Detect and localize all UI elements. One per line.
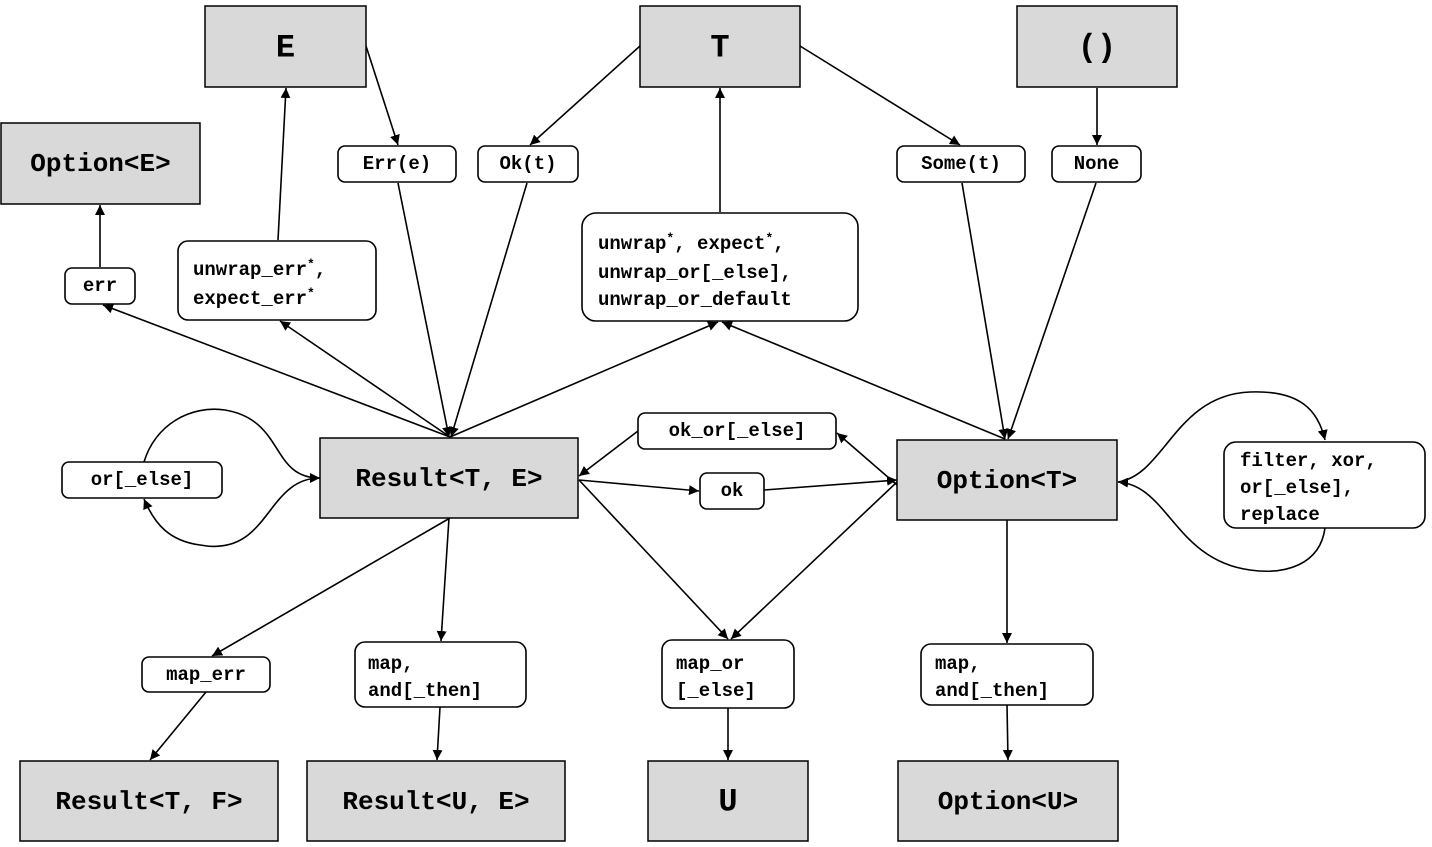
svg-text:None: None	[1074, 153, 1120, 175]
svg-text:Ok(t): Ok(t)	[499, 153, 556, 175]
edges	[95, 45, 1328, 761]
method-node-unwrap: unwrap*, expect*, unwrap_or[_else], unwr…	[581, 212, 859, 322]
edge-map-result-to-result-ue	[432, 706, 443, 761]
edge-none-to-option	[1006, 182, 1097, 440]
edge-t-to-some-t	[799, 45, 961, 146]
method-node-map-or: map_or [_else]	[661, 639, 795, 709]
map-option-line-1: map,	[935, 653, 981, 675]
type-node-result-ue: Result<U, E>	[306, 760, 566, 842]
svg-text:Option<E>: Option<E>	[30, 149, 170, 179]
edge-filter-loop-to-option	[1117, 477, 1326, 572]
filter-line-1: filter, xor,	[1240, 450, 1377, 472]
edge-option-to-map-or	[730, 481, 898, 640]
method-node-ok: ok	[699, 472, 765, 510]
map-or-line-2: [_else]	[676, 680, 756, 702]
svg-text:ok_or[_else]: ok_or[_else]	[669, 420, 806, 442]
method-node-some-t: Some(t)	[896, 145, 1026, 183]
edge-err-e-to-result	[397, 182, 452, 438]
filter-line-3: replace	[1240, 504, 1320, 526]
method-node-filter: filter, xor, or[_else], replace	[1223, 441, 1426, 529]
map-or-line-1: map_or	[676, 653, 744, 675]
type-node-option-u: Option<U>	[897, 760, 1119, 842]
svg-text:E: E	[276, 30, 295, 67]
svg-text:Option<T>: Option<T>	[937, 466, 1077, 496]
svg-text:(): ()	[1078, 30, 1116, 67]
method-node-ok-or-else: ok_or[_else]	[637, 412, 837, 450]
svg-text:Result<T, F>: Result<T, F>	[55, 787, 242, 817]
edge-some-t-to-option	[961, 182, 1009, 440]
svg-text:ok: ok	[721, 480, 744, 502]
edge-result-to-map-err	[211, 517, 451, 657]
unwrap-line-3: unwrap_or_default	[598, 289, 792, 311]
unwrap-err-line-1: unwrap_err*,	[193, 257, 326, 281]
map-option-line-2: and[_then]	[935, 680, 1049, 702]
type-node-result-tf: Result<T, F>	[19, 760, 279, 842]
edge-result-to-map-result	[436, 517, 450, 642]
type-node-unit: ()	[1016, 5, 1178, 88]
map-result-line-1: map,	[368, 653, 414, 675]
svg-text:or[_else]: or[_else]	[91, 469, 194, 491]
edge-option-to-unwrap	[721, 321, 1006, 440]
method-node-map-option: map, and[_then]	[920, 643, 1094, 706]
edge-e-to-err-e	[365, 45, 400, 146]
edge-or-else-loop-to-result	[143, 408, 321, 483]
svg-text:Result<T, E>: Result<T, E>	[355, 464, 542, 494]
edge-option-to-ok-or-else	[836, 432, 898, 486]
unwrap-err-line-2: expect_err*	[193, 286, 315, 310]
edge-result-to-map-or	[578, 479, 729, 640]
svg-text:Some(t): Some(t)	[921, 153, 1001, 175]
map-result-line-2: and[_then]	[368, 680, 482, 702]
edge-result-loop-to-or-else	[143, 477, 321, 548]
type-node-result-te: Result<T, E>	[319, 437, 579, 519]
unwrap-line-2: unwrap_or[_else],	[598, 262, 792, 284]
edge-map-option-to-option-u	[1002, 704, 1013, 761]
edge-result-to-ok	[578, 479, 700, 496]
type-node-u: U	[647, 760, 809, 842]
type-node-option-t: Option<T>	[896, 439, 1118, 521]
method-node-none: None	[1051, 145, 1142, 183]
svg-text:err: err	[83, 275, 117, 297]
edge-option-loop-to-filter	[1117, 391, 1328, 483]
filter-line-2: or[_else],	[1240, 477, 1354, 499]
edge-ok-or-else-to-result	[578, 430, 639, 477]
svg-text:U: U	[718, 784, 737, 821]
edge-ok-t-to-result	[449, 182, 528, 438]
method-node-map-err: map_err	[141, 656, 271, 693]
method-node-err-e: Err(e)	[337, 145, 457, 183]
method-node-err: err	[64, 267, 136, 305]
type-node-t: T	[639, 5, 801, 88]
svg-text:map_err: map_err	[166, 664, 246, 686]
svg-text:Result<U, E>: Result<U, E>	[342, 787, 529, 817]
edge-result-to-unwrap	[449, 321, 719, 438]
edge-ok-to-option	[763, 475, 898, 491]
type-node-option-e: Option<E>	[0, 122, 201, 205]
method-node-ok-t: Ok(t)	[477, 145, 579, 183]
type-node-e: E	[204, 5, 367, 88]
edge-result-to-unwrap-err	[279, 320, 451, 438]
svg-text:Option<U>: Option<U>	[938, 787, 1078, 817]
svg-text:T: T	[710, 30, 729, 67]
method-node-or-else-result: or[_else]	[61, 461, 223, 499]
edge-result-to-err	[102, 303, 451, 438]
edge-map-err-to-result-tf	[149, 691, 207, 761]
unwrap-line-1: unwrap*, expect*,	[598, 231, 785, 255]
method-node-map-result: map, and[_then]	[354, 641, 527, 708]
edge-unwrap-err-to-e	[277, 87, 291, 241]
edge-t-to-ok-t	[529, 45, 641, 146]
method-node-unwrap-err: unwrap_err*, expect_err*	[177, 240, 377, 321]
svg-text:Err(e): Err(e)	[363, 153, 431, 175]
